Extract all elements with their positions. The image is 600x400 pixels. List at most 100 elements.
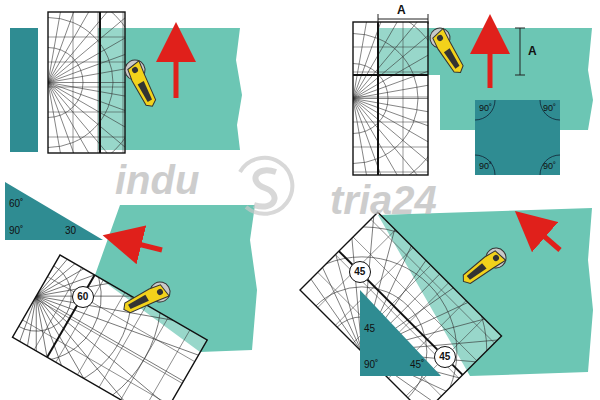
ruler-stroke xyxy=(48,83,117,154)
direction-arrow xyxy=(122,240,162,250)
angle-label: 45˚ xyxy=(410,360,424,370)
ruler-stroke xyxy=(353,47,428,48)
ruler-stroke xyxy=(353,22,422,99)
angle-label: 45 xyxy=(354,267,365,277)
ruler-stroke xyxy=(48,83,125,154)
ruler-stroke xyxy=(48,82,125,83)
dimension-line xyxy=(520,28,521,75)
ruler-stroke xyxy=(13,255,167,400)
ruler-stroke xyxy=(48,12,125,83)
ruler-stroke xyxy=(300,212,502,400)
ruler-stroke xyxy=(300,212,502,352)
ruler-stroke xyxy=(48,83,125,154)
cutter-handle xyxy=(460,248,506,290)
angle-arc xyxy=(540,100,560,120)
watermark-logo xyxy=(254,170,276,206)
angle-arc xyxy=(475,155,495,175)
watermark: tria24 xyxy=(330,180,437,220)
triangle-fill xyxy=(360,290,441,376)
ruler-stroke xyxy=(353,22,428,175)
ruler-stroke xyxy=(23,320,170,400)
ruler-stroke xyxy=(353,29,428,98)
ruler-stroke xyxy=(48,112,125,113)
dimension-tick xyxy=(515,75,525,76)
ruler-guide-line xyxy=(99,12,101,153)
ruler-stroke xyxy=(48,12,125,83)
direction-arrow xyxy=(488,34,493,88)
angle-label: 60˚ xyxy=(9,199,23,209)
ruler-stroke xyxy=(48,12,125,83)
ruler-stroke xyxy=(353,147,428,148)
cutter-hub xyxy=(492,254,500,262)
ruler-stroke xyxy=(353,22,428,175)
ruler-outline xyxy=(13,255,208,400)
direction-arrow xyxy=(174,42,179,98)
ruler-stroke xyxy=(48,13,125,82)
cutter-grip xyxy=(138,81,154,102)
ruler-stroke xyxy=(142,330,190,400)
ruler-stroke xyxy=(300,260,454,400)
dimension-line xyxy=(378,19,428,20)
angle-label: 90˚ xyxy=(9,226,23,236)
ruler-stroke xyxy=(48,83,125,152)
angle-label: 90˚ xyxy=(543,162,556,171)
ruler-stroke xyxy=(48,83,125,154)
ruler-stroke xyxy=(13,296,208,400)
ruler-guide-line xyxy=(353,74,428,76)
ruler-marks xyxy=(300,212,502,400)
angle-marker: 45 xyxy=(434,346,456,368)
ruler-stroke xyxy=(300,212,502,352)
ruler-stroke xyxy=(13,296,208,400)
watermark: indu xyxy=(115,160,199,200)
ruler-stroke xyxy=(36,255,207,331)
ruler-stroke xyxy=(48,83,125,154)
ruler-stroke xyxy=(48,12,125,153)
ruler xyxy=(0,0,580,400)
ruler-stroke xyxy=(13,296,97,400)
ruler-stroke xyxy=(48,48,83,118)
ruler-stroke xyxy=(48,83,125,154)
dimension-tick xyxy=(428,14,429,24)
angle-label: 30 xyxy=(65,226,76,236)
ruler-stroke xyxy=(48,12,125,153)
triangle-60-30: 60˚ 90˚ 30 xyxy=(5,182,105,242)
angle-label: 60 xyxy=(77,292,88,302)
angle-marker: 60 xyxy=(72,286,94,308)
triangle-fill xyxy=(5,182,103,240)
ruler-stroke xyxy=(353,34,418,164)
ruler-stroke xyxy=(13,255,126,385)
ruler-stroke xyxy=(48,12,125,83)
triangle-45: 4590˚45˚ xyxy=(358,290,443,378)
cutter-grip xyxy=(128,295,149,311)
cut-square: 90˚90˚90˚90˚ xyxy=(475,100,560,175)
cutter-grip xyxy=(467,263,487,281)
ruler-marks xyxy=(13,255,208,400)
ruler-stroke xyxy=(48,18,113,148)
angle-label: 90˚ xyxy=(543,104,556,113)
ruler-stroke xyxy=(36,255,207,365)
ruler-stroke xyxy=(13,296,208,400)
ruler-stroke xyxy=(13,255,208,400)
angle-arc xyxy=(475,100,495,120)
angle-label: 90˚ xyxy=(364,360,378,370)
watermark-logo xyxy=(240,158,292,214)
rotary-cutter xyxy=(121,56,163,109)
ruler-stroke xyxy=(353,172,428,173)
rotary-cutter xyxy=(120,278,173,320)
cutter-handle xyxy=(121,282,169,319)
dimension-label: A xyxy=(397,4,406,16)
cutter-handle xyxy=(430,28,469,75)
dimension-tick xyxy=(378,14,379,24)
ruler-stroke xyxy=(353,98,428,99)
ruler-outline xyxy=(353,22,428,175)
ruler-stroke xyxy=(48,83,125,154)
ruler-stroke xyxy=(300,212,502,352)
angle-label: 45 xyxy=(439,352,450,362)
ruler-stroke xyxy=(300,212,502,352)
ruler-stroke xyxy=(353,72,428,73)
ruler-stroke xyxy=(353,99,428,168)
ruler-guide-line xyxy=(377,22,379,175)
dimension-label: A xyxy=(528,45,537,57)
